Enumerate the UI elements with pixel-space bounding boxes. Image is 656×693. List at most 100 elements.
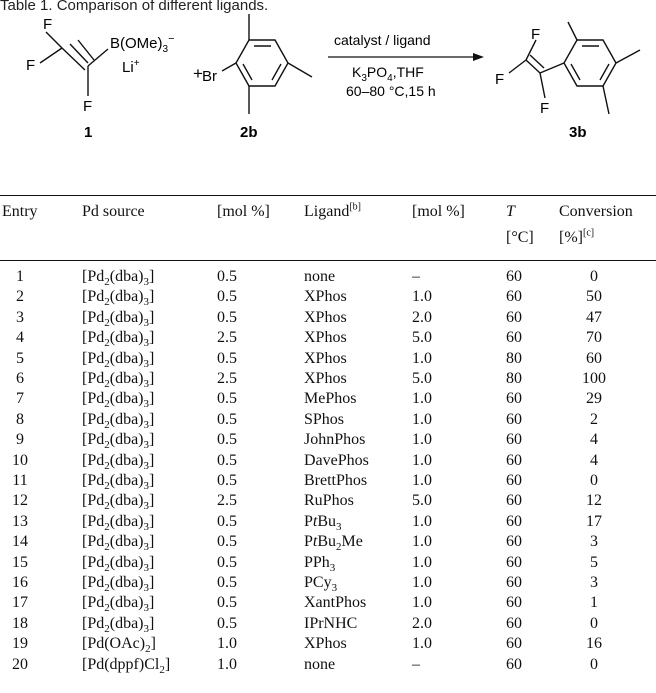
formula-part: 2: [104, 316, 110, 329]
compound-label-1: 1: [84, 124, 92, 141]
cell-mol-2: 5.0: [412, 492, 432, 510]
header-ligand-note: [b]: [349, 201, 361, 213]
formula-part: [Pd: [82, 308, 105, 326]
cell-temperature: 60: [506, 574, 522, 591]
cell-entry: 9: [16, 431, 24, 449]
formula-part: [Pd: [82, 574, 105, 591]
cell-pd-source: [Pd2(dba)3]: [82, 615, 154, 635]
formula-part: 2: [104, 602, 110, 615]
formula-part: ]: [149, 349, 155, 367]
cell-ligand: IPrNHC: [304, 615, 357, 633]
cell-mol-1: 2.5: [217, 492, 237, 510]
formula-part: 2: [104, 541, 110, 554]
formula-part: ]: [149, 390, 155, 408]
formula-part: XPhos: [304, 288, 347, 306]
cell-pd-source: [Pd2(dba)3]: [82, 370, 155, 391]
formula-part: [Pd: [82, 512, 105, 530]
formula-part: PPh: [304, 553, 330, 571]
formula-part: 2: [104, 378, 110, 391]
formula-part: [Pd: [82, 594, 105, 612]
cell-mol-1: 0.5: [217, 349, 237, 367]
header-conversion-note: [c]: [582, 227, 595, 239]
cell-ligand: BrettPhos: [304, 472, 367, 490]
conditions-catalyst: catalyst / ligand: [334, 32, 431, 48]
formula-part: 3: [143, 296, 150, 309]
compound-label-2b: 2b: [240, 124, 258, 141]
header-conversion-unit-label: [%]: [559, 229, 583, 246]
cell-conversion: 2: [590, 410, 598, 428]
cell-temperature: 80: [506, 349, 522, 367]
cell-conversion: 0: [590, 655, 598, 673]
cell-ligand: none: [304, 656, 335, 674]
tert-prefix: t: [312, 533, 318, 551]
cell-mol-1: 0.5: [217, 451, 237, 469]
table-header-rule: [0, 260, 656, 261]
formula-part: [Pd: [82, 329, 105, 347]
cell-mol-2: 1.0: [412, 512, 432, 530]
cell-mol-2: 1.0: [412, 349, 432, 367]
formula-part: [Pd: [82, 451, 105, 469]
formula-part: (dba): [109, 594, 144, 612]
formula-part: PCy: [304, 574, 332, 591]
formula-part: (dba): [109, 268, 144, 285]
cell-pd-source: [Pd2(dba)3]: [82, 431, 155, 452]
cell-conversion: 0: [590, 268, 598, 285]
formula-part: 2: [104, 439, 110, 452]
cell-temperature: 60: [506, 492, 522, 510]
cell-entry: 14: [12, 533, 28, 551]
cell-mol-2: 2.0: [412, 614, 432, 632]
formula-part: P: [304, 512, 313, 530]
cell-mol-1: 0.5: [217, 410, 237, 428]
formula-part: ]: [149, 370, 155, 387]
cell-ligand: PCy3: [304, 574, 337, 594]
formula-part: 2: [104, 480, 110, 493]
cell-mol-1: 0.5: [217, 533, 237, 551]
cell-mol-1: 0.5: [217, 594, 237, 612]
formula-part: none: [304, 655, 336, 673]
cell-mol-2: 1.0: [412, 451, 432, 469]
cell-temperature: 60: [506, 655, 522, 673]
formula-part: tBu: [313, 513, 336, 530]
cell-conversion: 60: [586, 349, 602, 367]
formula-part: 2: [104, 500, 110, 513]
formula-part: 3: [143, 500, 150, 513]
cell-conversion: 0: [590, 472, 598, 489]
cell-pd-source: [Pd2(dba)3]: [82, 574, 154, 594]
compound-label-3b: 3b: [569, 124, 587, 141]
formula-part: (dba): [109, 472, 144, 489]
reaction-arrow-head: [473, 53, 484, 61]
cell-temperature: 60: [506, 512, 522, 530]
cell-mol-1: 0.5: [217, 553, 237, 571]
cell-entry: 13: [12, 512, 28, 530]
formula-part: 3: [143, 622, 150, 635]
cell-pd-source: [Pd2(dba)3]: [82, 288, 154, 309]
formula-part: [Pd: [82, 390, 105, 408]
cell-ligand: SPhos: [304, 411, 344, 429]
formula-part: P: [304, 533, 313, 551]
formula-part: 3: [143, 439, 150, 452]
formula-part: ]: [149, 451, 155, 469]
formula-part: ]: [149, 553, 155, 571]
cell-conversion: 4: [590, 451, 598, 469]
formula-part: [Pd: [82, 492, 105, 510]
plus-sign: +: [193, 64, 203, 83]
cell-pd-source: [Pd2(dba)3]: [82, 451, 155, 472]
formula-part: [Pd(dppf)Cl: [82, 655, 160, 673]
reaction-scheme: F F F B(OMe)3− Li+ 1 + Br 2b catalyst / …: [26, 14, 641, 141]
formula-part: ]: [149, 431, 155, 449]
formula-part: 3: [336, 520, 342, 533]
cell-conversion: 3: [590, 533, 598, 551]
header-conversion: Conversion: [559, 203, 633, 220]
formula-part: (dba): [109, 370, 144, 387]
cell-mol-1: 2.5: [217, 329, 237, 347]
cell-ligand: PtBu3: [304, 512, 342, 533]
cell-mol-2: –: [412, 655, 420, 673]
cell-conversion: 70: [586, 329, 602, 347]
cell-entry: 6: [16, 370, 24, 387]
cell-ligand: none: [304, 268, 335, 286]
formula-part: [Pd: [82, 472, 105, 489]
formula-part: 3: [143, 520, 150, 533]
cell-pd-source: [Pd2(dba)3]: [82, 553, 155, 574]
formula-part: Me: [341, 533, 363, 551]
cell-conversion: 1: [590, 594, 598, 612]
